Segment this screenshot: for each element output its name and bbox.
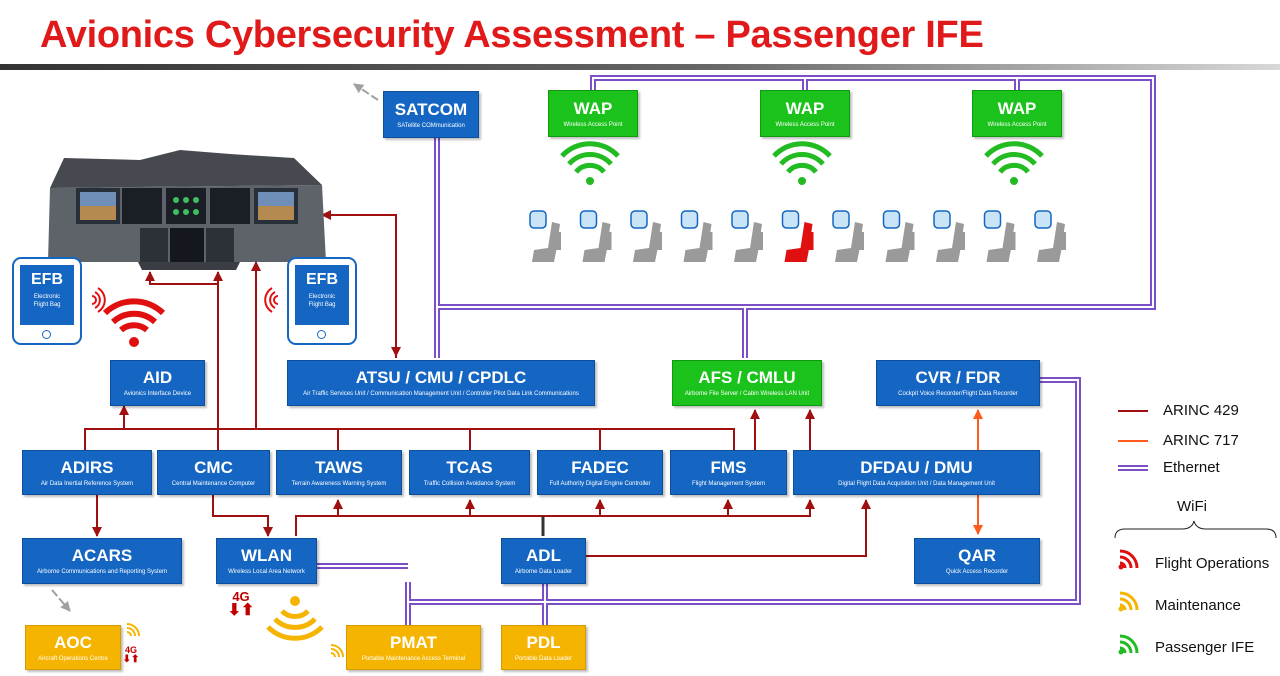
arinc429-links	[84, 210, 871, 557]
legend-passenger-label: Passenger IFE	[1155, 639, 1255, 656]
wifi-maintenance-icon	[266, 609, 324, 641]
cabin-window	[983, 210, 1002, 229]
seat-back	[556, 232, 561, 250]
wifi-passenger-icon	[560, 141, 620, 174]
seat	[933, 210, 965, 262]
seat	[579, 210, 612, 262]
seat-back	[859, 232, 864, 250]
seat	[832, 210, 864, 262]
seat-icon	[532, 222, 560, 262]
title-divider	[0, 64, 1280, 70]
seat-icon	[986, 222, 1015, 262]
seat-icon	[1037, 222, 1065, 262]
cabin-window	[579, 210, 598, 229]
cabin-window	[529, 210, 547, 229]
seat-icon	[734, 222, 762, 262]
seat-back	[960, 232, 965, 250]
seat-icon	[885, 222, 914, 262]
cabin-window	[680, 210, 699, 229]
seat-back	[758, 232, 763, 250]
legend-maintenance-label: Maintenance	[1155, 597, 1241, 614]
cabin-window	[731, 210, 749, 229]
comm-arrows	[51, 83, 379, 612]
efb-signal-left	[91, 287, 106, 313]
seat-back	[1010, 232, 1016, 250]
seat	[529, 210, 561, 262]
legend-lines	[1114, 410, 1277, 655]
aoc-4g-icon: 4G ⬇⬆	[122, 645, 140, 665]
seat	[731, 210, 763, 262]
seat	[882, 210, 915, 262]
cabin-window	[630, 210, 648, 229]
diagram-title: Avionics Cybersecurity Assessment – Pass…	[40, 14, 984, 56]
cockpit-illustration	[48, 150, 326, 270]
wifi-passenger-dot	[586, 177, 594, 185]
seat-back	[606, 232, 612, 250]
wifi-flight-ops-icon	[102, 298, 166, 333]
wifi-icons	[91, 141, 1044, 658]
legend-wifi-heading: WiFi	[1177, 498, 1207, 515]
efb-signal-right	[264, 287, 279, 313]
cabin-seats	[529, 210, 1066, 262]
seat-icon	[835, 222, 863, 262]
cabin-window	[933, 210, 951, 229]
seat	[630, 210, 662, 262]
seat-back	[909, 232, 915, 250]
seat	[1034, 210, 1066, 262]
aoc-signal	[126, 623, 140, 637]
seat-back	[1061, 232, 1066, 250]
home-button-icon	[42, 330, 51, 339]
cabin-window	[882, 210, 901, 229]
seat-back	[657, 232, 662, 250]
seat-icon	[683, 222, 712, 262]
seat-icon	[582, 222, 611, 262]
cabin-window	[781, 210, 800, 229]
ethernet-links	[317, 75, 1156, 625]
legend-arinc717-label: ARINC 717	[1163, 432, 1239, 449]
wlan-4g-icon: 4G ⬇⬆	[227, 589, 255, 619]
legend-arinc429-label: ARINC 429	[1163, 402, 1239, 419]
legend-ethernet-label: Ethernet	[1163, 459, 1220, 476]
seat	[680, 210, 713, 262]
home-button-icon	[317, 330, 326, 339]
cabin-window	[832, 210, 850, 229]
seat-icon	[633, 222, 661, 262]
seat-icon	[936, 222, 964, 262]
seat-highlighted	[781, 210, 814, 262]
seat-back	[707, 232, 713, 250]
legend-flight-ops-label: Flight Operations	[1155, 555, 1270, 572]
seat	[983, 210, 1016, 262]
cabin-window	[1034, 210, 1052, 229]
pmat-signal	[330, 644, 344, 658]
seat-back	[808, 232, 814, 250]
seat-icon	[784, 222, 813, 262]
